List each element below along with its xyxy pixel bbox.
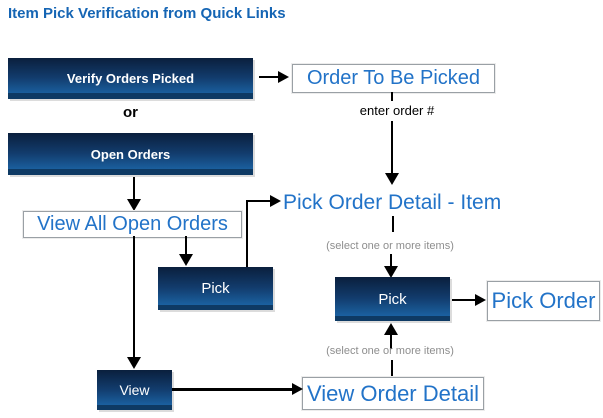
arrow-verify-to-order-head-icon	[278, 71, 289, 83]
arrow-detail-to-pick-head-icon	[384, 266, 398, 278]
connector-vod-tick-line	[391, 360, 393, 376]
view-order-detail-box: View Order Detail	[302, 377, 484, 410]
pick-order-box: Pick Order	[487, 281, 600, 321]
arrow-viewall-to-view-head-icon	[127, 357, 141, 369]
arrow-view-to-vod-line	[172, 388, 294, 391]
arrow-pick-to-pickorder-head-icon	[475, 294, 486, 306]
arrow-pick-to-detail-head-icon	[270, 195, 281, 207]
arrow-view-to-vod-head-icon	[292, 383, 303, 395]
or-label: or	[123, 104, 138, 121]
arrow-open-to-viewall-line	[133, 177, 135, 200]
view-all-open-orders-box: View All Open Orders	[23, 211, 242, 238]
enter-order-note: enter order #	[359, 103, 435, 118]
arrow-verify-to-order-line	[259, 76, 279, 78]
verify-orders-picked-button[interactable]: Verify Orders Picked	[8, 58, 253, 99]
pick-button-left[interactable]: Pick	[158, 267, 273, 310]
arrow-open-to-viewall-head-icon	[127, 199, 141, 211]
connector-order-tick-line	[391, 92, 393, 101]
arrow-pick-to-detail-vline	[246, 201, 248, 267]
arrow-detail-to-pick-line	[390, 254, 392, 267]
arrow-pick-to-pickorder-line	[452, 299, 476, 301]
view-button[interactable]: View	[97, 370, 172, 410]
arrow-viewall-to-pick-line	[185, 236, 187, 255]
arrow-viewall-to-view-line	[133, 236, 135, 358]
arrow-order-to-detail-head-icon	[385, 173, 399, 185]
arrow-vod-to-pick-line	[390, 334, 392, 349]
select-items-note-top: (select one or more items)	[326, 240, 454, 252]
select-items-note-bottom: (select one or more items)	[326, 345, 454, 357]
open-orders-button[interactable]: Open Orders	[8, 133, 253, 175]
arrow-viewall-to-pick-head-icon	[179, 254, 193, 266]
pick-order-detail-item-label: Pick Order Detail - Item	[283, 191, 502, 214]
arrow-order-to-detail-line	[391, 121, 393, 174]
connector-detail-tick-line	[392, 216, 394, 232]
order-to-be-picked-box: Order To Be Picked	[292, 64, 495, 93]
arrow-pick-to-detail-hline	[246, 200, 272, 202]
pick-button-right[interactable]: Pick	[335, 277, 450, 321]
page-title: Item Pick Verification from Quick Links	[8, 5, 286, 22]
arrow-vod-to-pick-head-icon	[384, 323, 398, 335]
